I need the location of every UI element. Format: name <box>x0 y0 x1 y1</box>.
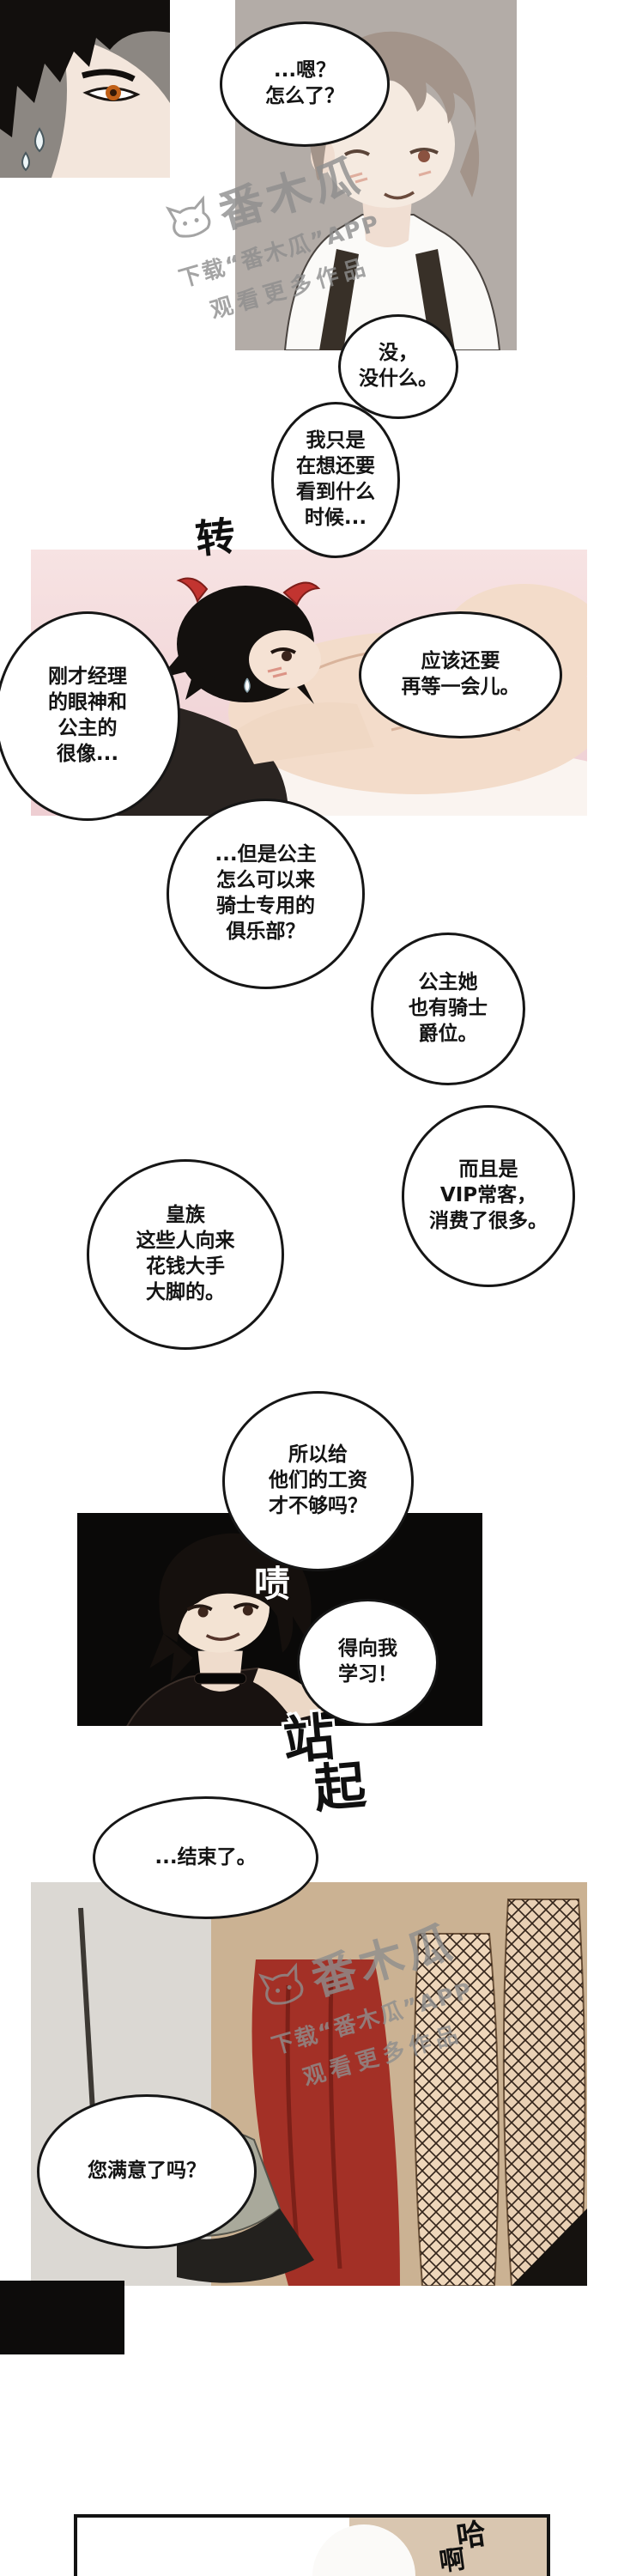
speech-bubble: 得向我 学习！ <box>297 1599 439 1726</box>
panel-black-corner <box>0 2281 124 2354</box>
papaya-cat-icon <box>166 194 211 238</box>
sfx-stand-2: 起 <box>312 1755 368 1820</box>
legs-scene-artwork <box>31 1882 587 2286</box>
speech-bubble: ...结束了。 <box>93 1796 318 1919</box>
panel-next-scene-edge <box>74 2514 550 2576</box>
speech-text: 公主她 也有骑士 爵位。 <box>409 971 488 1045</box>
panel-legs-scene <box>31 1882 587 2286</box>
speech-bubble: 皇族 这些人向来 花钱大手 大脚的。 <box>87 1159 284 1350</box>
speech-text: 所以给 他们的工资 才不够吗？ <box>269 1443 367 1517</box>
speech-bubble: 公主她 也有骑士 爵位。 <box>371 933 525 1085</box>
speech-bubble: 您满意了吗？ <box>37 2094 257 2249</box>
speech-bubble: 没， 没什么。 <box>338 314 458 419</box>
speech-text: 您满意了吗？ <box>88 2160 206 2183</box>
speech-bubble: 所以给 他们的工资 才不够吗？ <box>222 1391 414 1571</box>
speech-text: 而且是 VIP常客， 消费了很多。 <box>429 1158 548 1232</box>
speech-text: ...嗯？ 怎么了？ <box>265 59 344 107</box>
speech-bubble: 刚才经理 的眼神和 公主的 很像... <box>0 611 180 821</box>
darkhair-character-artwork <box>0 0 170 178</box>
speech-bubble: ...但是公主 怎么可以来 骑士专用的 俱乐部？ <box>167 799 365 989</box>
speech-bubble: 我只是 在想还要 看到什么 时候... <box>271 402 400 558</box>
speech-text: 皇族 这些人向来 花钱大手 大脚的。 <box>136 1204 235 1303</box>
panel-closeup-darkhair <box>0 0 170 178</box>
sfx-turn: 转 <box>193 512 238 563</box>
speech-bubble: ...嗯？ 怎么了？ <box>220 21 390 147</box>
speech-bubble: 而且是 VIP常客， 消费了很多。 <box>402 1105 575 1287</box>
sfx-tsk: 啧 <box>254 1563 291 1605</box>
sfx-gasp-2: 啊 <box>437 2544 468 2576</box>
speech-text: ...但是公主 怎么可以来 骑士专用的 俱乐部？ <box>215 843 317 943</box>
speech-text: 刚才经理 的眼神和 公主的 很像... <box>48 665 127 765</box>
speech-bubble: 应该还要 再等一会儿。 <box>359 611 562 738</box>
speech-text: 应该还要 再等一会儿。 <box>401 650 520 698</box>
speech-text: 得向我 学习！ <box>338 1637 397 1686</box>
speech-text: ...结束了。 <box>154 1845 257 1868</box>
speech-text: 我只是 在想还要 看到什么 时候... <box>296 429 375 529</box>
speech-text: 没， 没什么。 <box>359 342 438 390</box>
